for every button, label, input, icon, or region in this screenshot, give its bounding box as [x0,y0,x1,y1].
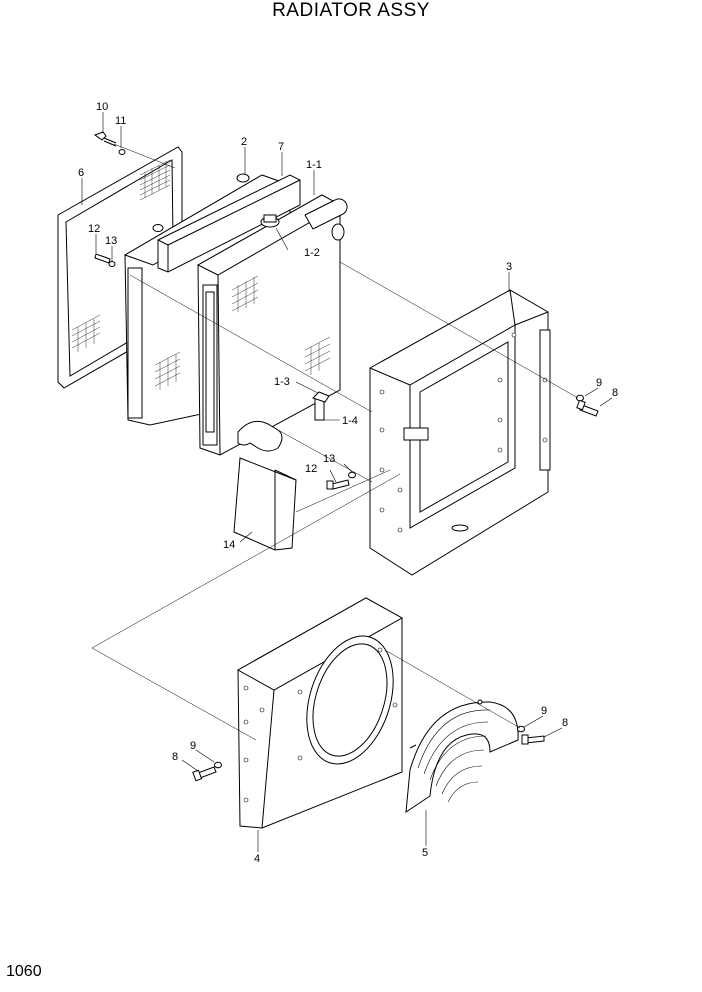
washer-part [118,149,126,155]
wing-bolt-part [93,131,117,147]
callout-14: 14 [223,539,235,551]
callout-13: 13 [323,453,335,465]
callout-8: 8 [172,751,178,763]
seal-strip-part [157,174,301,273]
fan-guard-part [405,699,519,813]
callout-6: 6 [78,167,84,179]
callout-9: 9 [596,377,602,389]
callout-8: 8 [612,387,618,399]
filler-cap-part [260,214,280,228]
bolt-part [576,399,599,417]
page-number: 1060 [6,963,42,980]
washer-part [214,761,222,769]
lower-hose-part [237,420,283,452]
callout-5: 5 [422,847,428,859]
callout-labels: 10 11 6 2 7 1-1 12 13 1-2 3 9 8 1-3 1-4 … [78,101,618,865]
callout-1-1: 1-1 [306,159,322,171]
callout-1-2: 1-2 [304,247,320,259]
callout-1-4: 1-4 [342,415,358,427]
callout-9: 9 [541,705,547,717]
callout-9: 9 [190,740,196,752]
washer-part [108,261,116,267]
leader-lines [81,112,613,852]
callout-8: 8 [562,717,568,729]
callout-11: 11 [115,115,126,127]
bolt-part [521,734,545,745]
assembly-lines [91,143,579,741]
drain-valve-part [312,391,330,421]
radiator-core-part [196,194,348,456]
callout-12: 12 [305,463,317,475]
washer-part [348,471,356,479]
callout-1-3: 1-3 [274,376,290,388]
bolt-part [326,479,350,490]
callout-7: 7 [278,141,284,153]
callout-12: 12 [88,223,100,235]
radiator-frame-part [369,289,551,576]
callout-3: 3 [506,261,512,273]
bolt-part [192,766,217,782]
page-title: RADIATOR ASSY [272,0,430,21]
fan-shroud-part [236,597,404,829]
cover-duct-part [233,457,297,551]
callout-13: 13 [105,235,117,247]
washer-part [576,394,584,402]
callout-4: 4 [254,853,260,865]
callout-2: 2 [241,136,247,148]
callout-10: 10 [96,101,108,113]
